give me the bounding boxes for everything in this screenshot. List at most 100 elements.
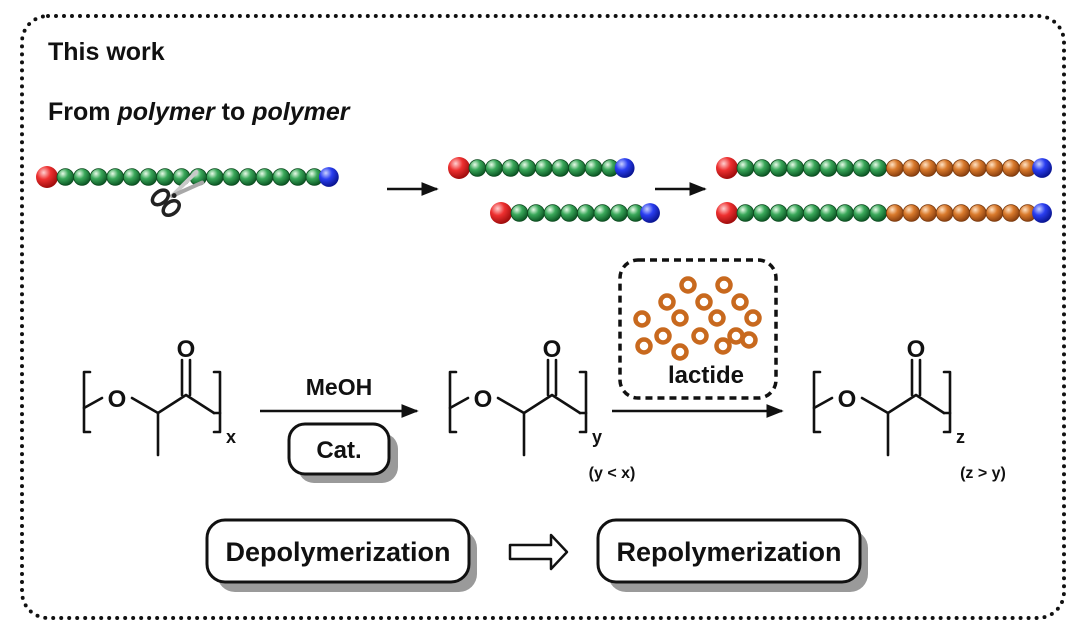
green-bead [106, 168, 124, 186]
subtitle-prefix: From [48, 98, 118, 126]
orange-bead [902, 204, 921, 222]
orange-bead [935, 159, 954, 177]
green-bead [753, 204, 771, 222]
green-bead [769, 159, 788, 177]
blue-end-bead [1032, 203, 1052, 223]
green-bead [576, 204, 595, 222]
green-bead [786, 204, 804, 222]
left-bracket [82, 370, 92, 434]
section-subtitle: From polymer to polymer [48, 98, 349, 127]
subscript-label: z [956, 427, 965, 447]
pla-structure-y: OOy [448, 336, 602, 457]
orange-bead [1002, 159, 1020, 177]
catalyst-label: Cat. [316, 437, 361, 464]
ester-oxygen-label: O [838, 386, 857, 413]
green-bead [206, 168, 224, 186]
orange-bead [985, 204, 1004, 222]
bond [448, 396, 470, 410]
green-bead [73, 168, 91, 186]
orange-bead [952, 159, 970, 177]
green-bead [288, 168, 307, 186]
subtitle-word-polymer-2: polymer [252, 98, 350, 126]
lactide-monomer [708, 309, 726, 327]
orange-bead [885, 204, 904, 222]
depolymerization-label: Depolymerization [225, 537, 450, 567]
green-bead [56, 168, 75, 186]
backbone-bonds [496, 393, 582, 415]
green-bead [869, 204, 887, 222]
orange-bead [902, 159, 921, 177]
subtitle-word-polymer-1: polymer [117, 98, 215, 126]
green-bead [769, 204, 788, 222]
repolymerization-label: Repolymerization [616, 537, 841, 567]
lactide-monomer [635, 337, 653, 355]
green-bead [610, 204, 628, 222]
bead-chains [36, 157, 1052, 224]
orange-bead [1002, 204, 1020, 222]
green-bead [272, 168, 291, 186]
lactide-monomer [679, 276, 697, 294]
fragment-chain-1 [448, 157, 635, 179]
depolymerization-box [205, 518, 471, 584]
process-open-arrow [508, 533, 569, 571]
lactide-monomer [658, 293, 676, 311]
green-bead [836, 204, 854, 222]
green-bead [518, 159, 536, 177]
left-bracket [448, 370, 458, 434]
orange-bead [952, 204, 970, 222]
green-bead [551, 159, 570, 177]
green-bead [852, 159, 871, 177]
green-bead [239, 168, 257, 186]
green-bead [802, 159, 821, 177]
green-bead [736, 159, 755, 177]
red-end-bead [716, 157, 738, 179]
green-bead [786, 159, 804, 177]
red-end-bead [448, 157, 470, 179]
lactide-monomer [691, 327, 709, 345]
green-bead [534, 159, 553, 177]
original-chain [36, 166, 339, 188]
condition-y: (y < x) [589, 465, 636, 482]
green-bead [468, 159, 487, 177]
green-bead [543, 204, 562, 222]
orange-bead [885, 159, 904, 177]
green-bead [501, 159, 520, 177]
green-bead [568, 159, 586, 177]
green-bead [89, 168, 108, 186]
green-bead [836, 159, 854, 177]
section-title: This work [48, 38, 165, 66]
green-bead [819, 159, 838, 177]
red-end-bead [716, 202, 738, 224]
blue-end-bead [614, 158, 635, 178]
catalyst-box [287, 422, 391, 476]
green-bead [753, 159, 771, 177]
lactide-monomer [695, 293, 713, 311]
lactide-monomer [633, 310, 651, 328]
green-bead [485, 159, 503, 177]
fragment-chain-2 [490, 202, 660, 224]
extended-chain-1 [716, 157, 1052, 179]
orange-bead [985, 159, 1004, 177]
lactide-box [618, 258, 778, 400]
orange-bead [935, 204, 954, 222]
lactide-monomer [715, 276, 733, 294]
red-end-bead [36, 166, 58, 188]
lactide-monomer [671, 309, 689, 327]
green-bead [156, 168, 174, 186]
lactide-monomer [671, 343, 689, 361]
right-bracket [578, 370, 588, 434]
lactide-monomer [714, 337, 732, 355]
right-bracket [942, 370, 952, 434]
carbonyl-oxygen-label: O [907, 336, 926, 363]
green-bead [584, 159, 603, 177]
backbone-bonds [130, 393, 216, 415]
lactide-monomer [731, 293, 749, 311]
green-bead [736, 204, 755, 222]
blue-end-bead [640, 203, 660, 223]
green-bead [510, 204, 529, 222]
subscript-label: y [592, 427, 602, 447]
ester-oxygen-label: O [474, 386, 493, 413]
repolymerization-box [596, 518, 862, 584]
